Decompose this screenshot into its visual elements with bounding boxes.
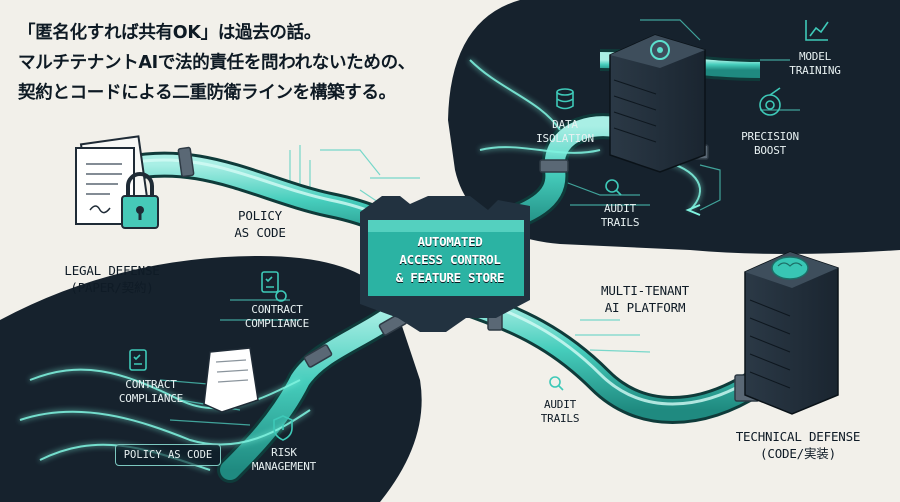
hub-title-line-2: ACCESS CONTROL bbox=[399, 252, 501, 267]
pipeline-bottom-left bbox=[217, 297, 413, 483]
shield-icon bbox=[273, 415, 293, 441]
contract-document-icon bbox=[203, 347, 259, 413]
hub-title-line-3: & FEATURE STORE bbox=[395, 270, 505, 285]
policy-as-code-button[interactable]: POLICY AS CODE bbox=[115, 444, 221, 466]
padlock-icon bbox=[121, 172, 159, 229]
hub-title: AUTOMATED ACCESS CONTROL & FEATURE STORE bbox=[370, 233, 530, 287]
target-icon bbox=[759, 87, 781, 116]
technical-defense-label: TECHNICAL DEFENSE(CODE/実装) bbox=[735, 429, 861, 461]
headline-line-2: マルチテナントAIで法的責任を問われないための、 bbox=[18, 53, 415, 73]
headline-line-3: 契約とコードによる二重防衛ラインを構築する。 bbox=[18, 83, 396, 103]
gear-icon bbox=[650, 40, 670, 60]
magnifier-icon bbox=[605, 179, 622, 196]
checklist-icon bbox=[261, 271, 287, 302]
database-icon bbox=[556, 88, 574, 110]
legal-defense-label: LEGAL DEFENSE(PAPER/契約) bbox=[64, 263, 160, 295]
pipeline-bottom bbox=[446, 286, 774, 424]
headline: 「匿名化すれば共有OK」は過去の話。 マルチテナントAIで法的責任を問われないた… bbox=[18, 18, 488, 108]
checklist-icon-small bbox=[129, 349, 147, 371]
brain-icon bbox=[771, 256, 809, 280]
bottom-server bbox=[744, 251, 839, 415]
chart-icon bbox=[805, 20, 829, 41]
headline-line-1: 「匿名化すれば共有OK」は過去の話。 bbox=[18, 23, 322, 43]
hub-title-line-1: AUTOMATED bbox=[417, 234, 483, 249]
arrow-head-icon bbox=[685, 204, 701, 216]
hub-block bbox=[360, 196, 530, 332]
magnifier-icon-small bbox=[549, 376, 564, 391]
circuit-traces bbox=[159, 19, 800, 426]
top-server bbox=[609, 34, 706, 173]
